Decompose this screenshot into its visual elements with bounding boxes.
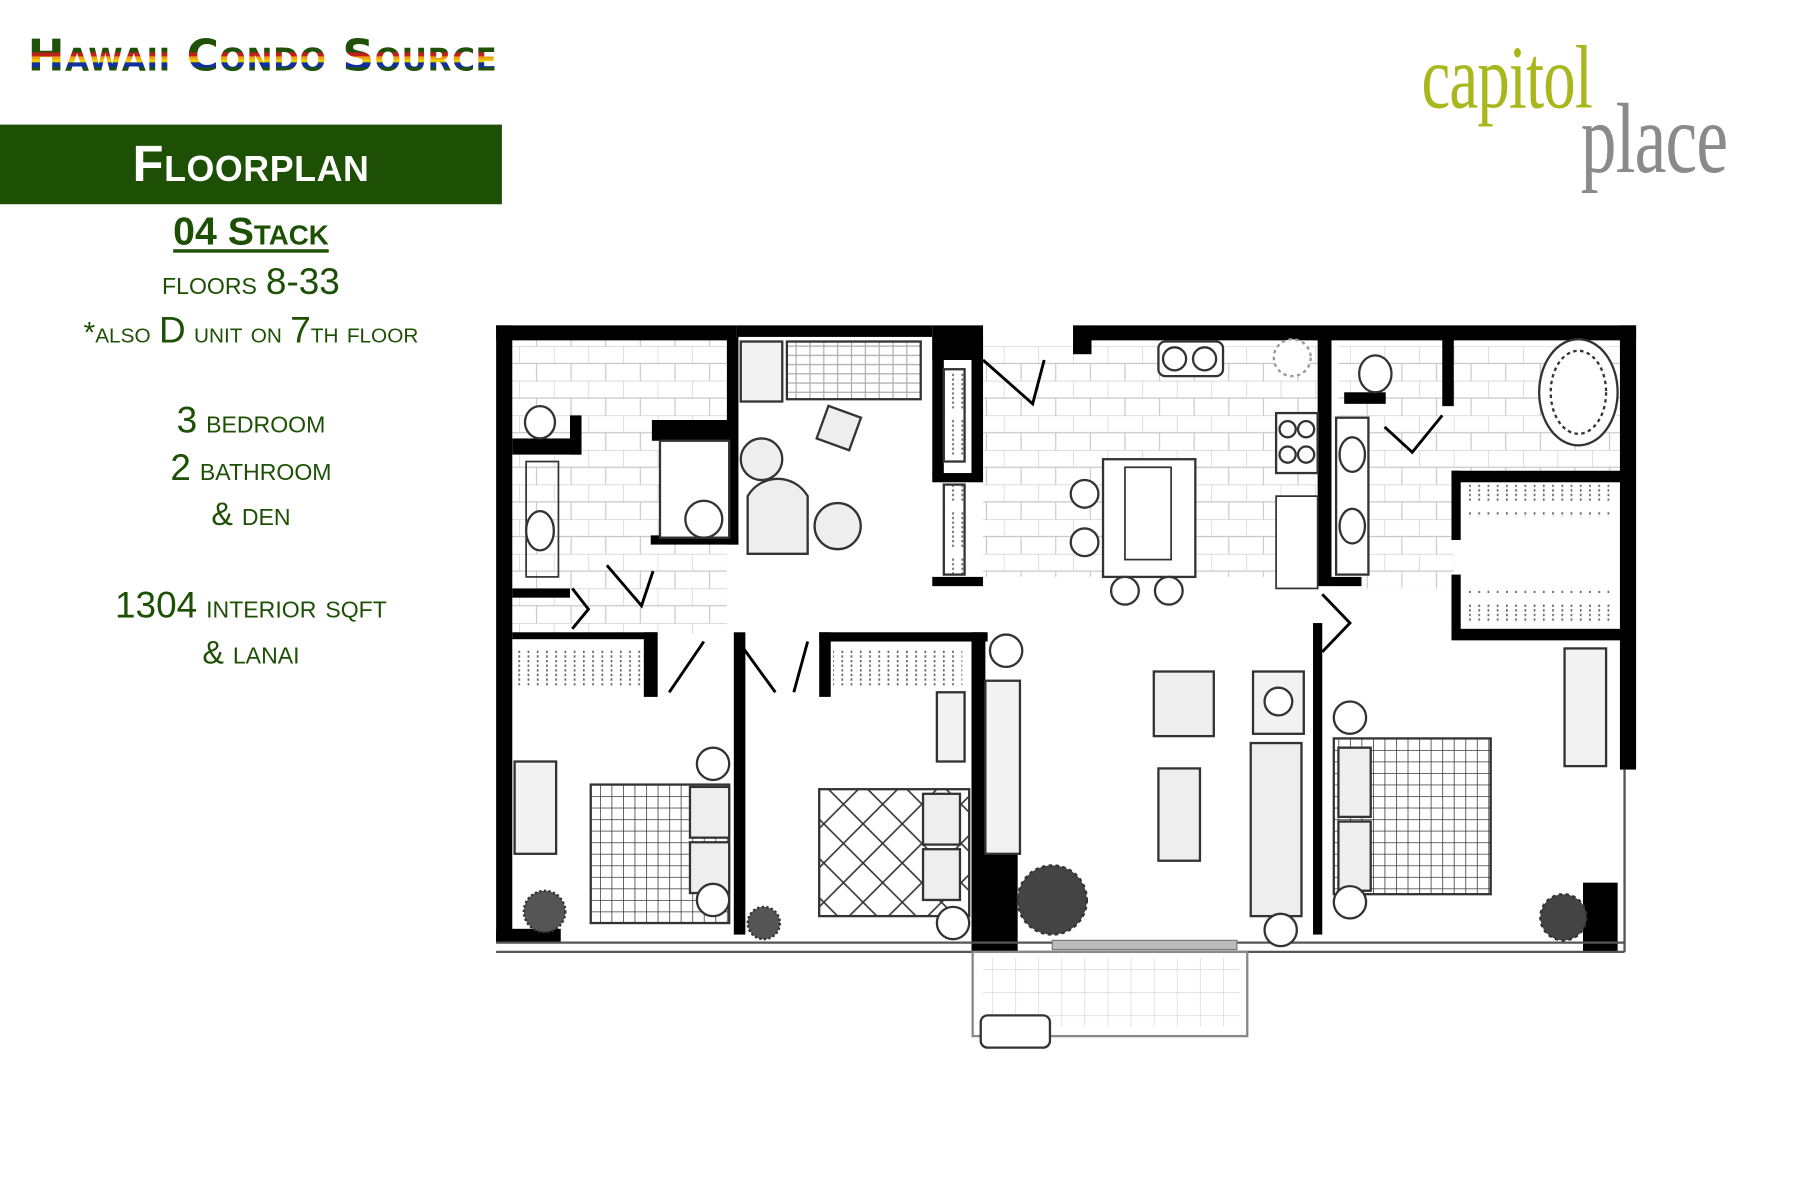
note-mid: unit on [193, 314, 282, 350]
bathroom-1-fixtures [523, 404, 560, 578]
logo-place: place [1580, 83, 1728, 194]
bedroom-3-furniture [746, 646, 971, 941]
doors [571, 358, 1444, 694]
window-line [496, 769, 1626, 1049]
bedrooms-label: bedroom [206, 403, 326, 440]
bedrooms-count: 3 [176, 399, 198, 441]
den-furniture [658, 340, 966, 576]
bathrooms-count: 2 [170, 446, 191, 489]
note-suffix: th floor [310, 314, 419, 350]
stack-title: 04 Stack [173, 209, 329, 254]
lanai-line: & lanai [202, 634, 300, 671]
banner-title: Floorplan [132, 135, 370, 193]
floors-value: 8-33 [265, 260, 340, 303]
floors-line: floors 8-33 [0, 261, 502, 304]
walls [496, 325, 1637, 952]
bedroom-2-furniture [513, 646, 731, 934]
kitchen-fixtures [1069, 338, 1319, 606]
sqft-label: interior sqft [206, 588, 387, 625]
brand-logo: Hawaii Condo Source [27, 29, 498, 81]
capitol-place-logo: capitol place [1421, 25, 1779, 210]
den-line: & den [211, 496, 291, 532]
master-bathroom-fixtures [1334, 338, 1619, 624]
floors-label: floors [162, 265, 257, 302]
living-room-furniture [984, 633, 1305, 948]
also-note: *also D unit on 7th floor [0, 309, 502, 352]
sqft-value: 1304 [115, 583, 198, 626]
bathrooms-label: bathroom [199, 451, 332, 487]
floorplan-banner: Floorplan [0, 124, 502, 205]
note-prefix: *also [83, 314, 151, 350]
master-bedroom-furniture [1332, 647, 1608, 942]
bedrooms-line: 3 bedroom [0, 399, 502, 442]
lanai-bench [979, 1014, 1052, 1049]
bathrooms-line: 2 bathroom [0, 447, 502, 490]
note-floor: 7 [290, 309, 311, 351]
logo-capitol: capitol [1421, 26, 1593, 127]
note-unit: D [158, 309, 186, 351]
sqft-line: 1304 interior sqft [0, 584, 502, 627]
